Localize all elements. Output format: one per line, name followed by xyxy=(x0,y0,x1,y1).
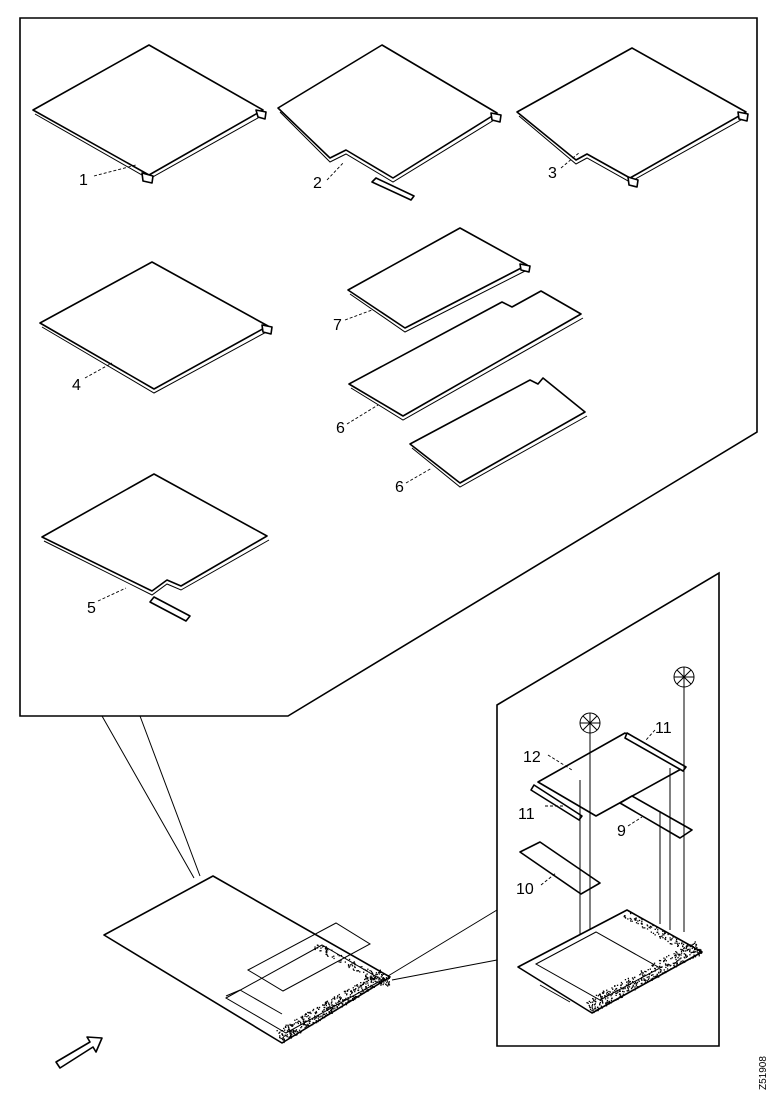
part-1-panel xyxy=(32,44,267,184)
detail-carpet-texture xyxy=(586,912,703,1014)
callout-9: 9 xyxy=(617,823,626,840)
document-number: Z51908 xyxy=(758,1056,769,1090)
detail-floor-assembly xyxy=(517,909,703,1014)
upper-detail-pointer xyxy=(101,715,201,879)
part-12-bracket xyxy=(530,732,687,821)
vehicle-carpet-texture xyxy=(276,944,391,1044)
callout-11-left: 11 xyxy=(518,806,535,823)
upper-callout-leaders xyxy=(84,151,581,602)
callout-7: 7 xyxy=(333,317,342,334)
callout-6-upper: 6 xyxy=(336,420,345,437)
callout-4: 4 xyxy=(72,377,81,394)
callout-5: 5 xyxy=(87,600,96,617)
part-9-pad xyxy=(619,795,693,839)
callout-3: 3 xyxy=(548,165,557,182)
upper-detail-frame xyxy=(19,17,758,717)
callout-11-right: 11 xyxy=(655,720,672,737)
callout-6-lower: 6 xyxy=(395,479,404,496)
part-6-long-panel xyxy=(348,290,584,421)
part-2-panel xyxy=(277,44,502,201)
lower-detail-pointer xyxy=(387,909,498,981)
lower-callout-leaders xyxy=(540,729,656,886)
part-3-panel xyxy=(516,47,749,188)
part-6-short-panel xyxy=(409,377,588,488)
fastener-right xyxy=(673,666,695,688)
fastener-left xyxy=(579,712,601,734)
lower-detail-frame xyxy=(496,571,720,1047)
part-7-panel xyxy=(347,227,531,333)
vehicle-floor-overview xyxy=(103,875,391,1044)
callout-10: 10 xyxy=(516,881,534,898)
front-direction-arrow-icon xyxy=(55,1036,103,1069)
callout-1: 1 xyxy=(79,172,88,189)
callout-12: 12 xyxy=(523,749,541,766)
callout-2: 2 xyxy=(313,175,322,192)
part-4-panel xyxy=(39,261,273,394)
part-5-panel xyxy=(41,473,270,622)
